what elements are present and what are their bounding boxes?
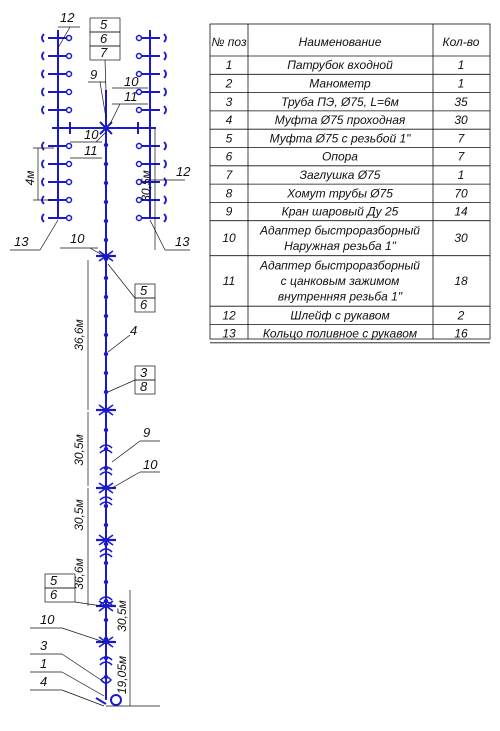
label-10-main: 10 <box>70 231 85 246</box>
table-cell-qty: 14 <box>454 205 468 219</box>
table-cell-pos: 11 <box>223 274 235 288</box>
label-4-main: 4 <box>130 323 137 338</box>
table-cell-qty: 1 <box>458 76 465 90</box>
table-cell-pos: 1 <box>226 58 233 72</box>
label-11-top-right: 11 <box>124 89 138 104</box>
label-5-bottom: 5 <box>50 573 58 588</box>
label-11-top-left: 11 <box>84 143 98 158</box>
label-3-main: 3 <box>140 365 148 380</box>
table-cell-name: Манометр <box>309 76 371 90</box>
dim-30-5-top: 30,5м <box>139 170 153 202</box>
table-cell-name: Опора <box>322 150 358 164</box>
header-qty: Кол-во <box>443 35 480 49</box>
table-cell-name: Заглушка Ø75 <box>300 168 381 182</box>
label-3-bottom: 3 <box>40 638 48 653</box>
table-cell-name: Адаптер быстроразборный <box>259 258 420 272</box>
table-cell-pos: 13 <box>222 327 236 341</box>
table-cell-pos: 2 <box>225 76 233 90</box>
table-cell-pos: 9 <box>226 205 233 219</box>
table-cell-qty: 35 <box>454 95 468 109</box>
label-13-right: 13 <box>175 234 190 249</box>
dim-30-5-b: 30,5м <box>72 499 86 531</box>
table-cell-qty: 30 <box>454 231 468 245</box>
label-12-right: 12 <box>176 164 191 179</box>
table-cell-name: с цанковым зажимом <box>281 274 400 288</box>
label-10-main-b: 10 <box>143 457 158 472</box>
label-9-main: 9 <box>143 425 150 440</box>
table-cell-pos: 6 <box>226 150 233 164</box>
table-cell-pos: 8 <box>226 186 233 200</box>
table-cell-name: Наружная резьба 1" <box>284 239 397 253</box>
table-cell-name: внутренняя резьба 1" <box>278 289 403 303</box>
label-5-main: 5 <box>140 283 148 298</box>
label-4-bottom: 4 <box>40 674 47 689</box>
label-7-top: 7 <box>100 45 108 60</box>
table-cell-name: Кольцо поливное с рукавом <box>263 327 417 341</box>
label-6-bottom: 6 <box>50 587 58 602</box>
table-cell-qty: 7 <box>458 150 466 164</box>
table-cell-name: Шлейф с рукавом <box>290 308 389 322</box>
dim-4m: 4м <box>23 171 37 186</box>
main-pipe <box>95 128 122 706</box>
label-10-top-right: 10 <box>124 74 139 89</box>
table-cell-pos: 5 <box>226 131 233 145</box>
table-cell-name: Хомут трубы Ø75 <box>286 186 393 200</box>
table-cell-name: Муфта Ø75 проходная <box>275 113 406 127</box>
label-12-left: 12 <box>60 10 75 25</box>
table-cell-pos: 3 <box>226 95 233 109</box>
table-cell-qty: 30 <box>454 113 468 127</box>
dim-19-05: 19,05м <box>115 656 129 694</box>
header-pos: № поз <box>211 35 246 49</box>
diagram-labels: 12 5 6 7 9 10 11 10 11 12 13 13 10 5 6 4… <box>14 10 191 694</box>
table-cell-pos: 12 <box>222 308 236 322</box>
dim-36-6-b: 36,6м <box>72 558 86 590</box>
leaders <box>10 17 190 707</box>
table-cell-qty: 1 <box>458 58 465 72</box>
label-1-bottom: 1 <box>40 656 47 671</box>
table-cell-pos: 10 <box>222 231 236 245</box>
label-9-top: 9 <box>90 67 97 82</box>
table-cell-pos: 4 <box>226 113 233 127</box>
label-10-top-left: 10 <box>84 127 99 142</box>
top-distribution <box>41 30 167 223</box>
table-cell-pos: 7 <box>226 168 234 182</box>
label-6-main: 6 <box>140 297 148 312</box>
table-cell-qty: 2 <box>457 308 465 322</box>
label-10-bottom: 10 <box>40 612 55 627</box>
label-5-top: 5 <box>100 17 108 32</box>
table-cell-qty: 7 <box>458 131 466 145</box>
table-cell-name: Адаптер быстроразборный <box>259 223 420 237</box>
table-cell-qty: 70 <box>454 186 468 200</box>
table-cell-name: Кран шаровый Ду 25 <box>282 205 399 219</box>
table-cell-qty: 1 <box>458 168 465 182</box>
table-cell-qty: 16 <box>454 327 468 341</box>
header-name: Наименование <box>299 35 382 49</box>
dim-30-5-c: 30,5м <box>115 600 129 632</box>
label-8-main: 8 <box>140 379 148 394</box>
table-cell-qty: 18 <box>454 274 468 288</box>
dim-36-6-a: 36,6м <box>72 319 86 351</box>
dim-30-5-a: 30,5м <box>72 434 86 466</box>
label-13-left: 13 <box>14 234 29 249</box>
table-cell-name: Муфта Ø75 с резьбой 1" <box>270 131 412 145</box>
table-cell-name: Патрубок входной <box>287 58 393 72</box>
table-cell-name: Труба ПЭ, Ø75, L=6м <box>281 95 399 109</box>
label-6-top: 6 <box>100 31 108 46</box>
